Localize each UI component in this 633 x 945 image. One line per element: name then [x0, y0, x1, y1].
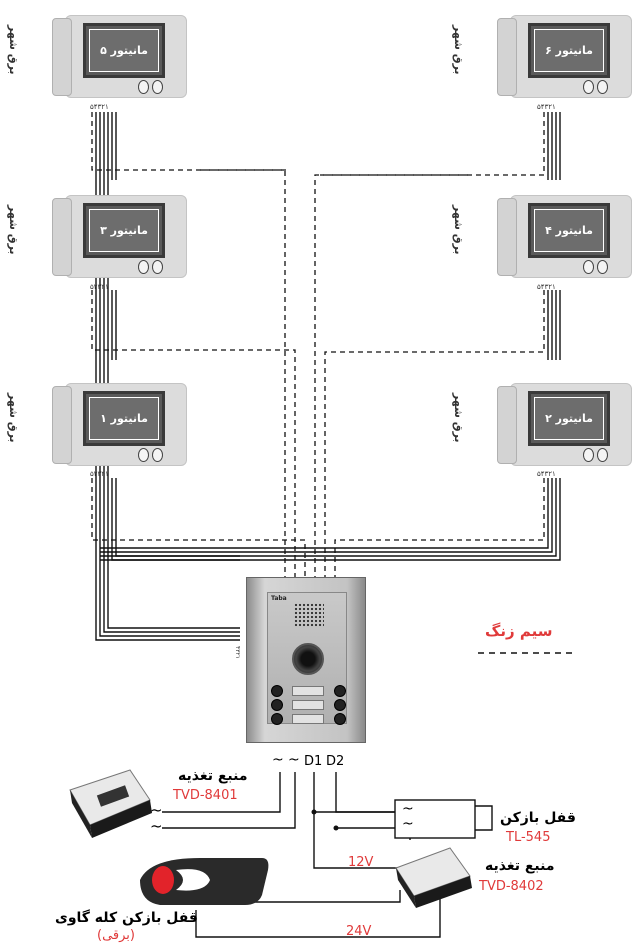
monitor-1: مانیتور ۱ [52, 383, 187, 466]
monitor-button [152, 448, 163, 462]
handset-icon [52, 386, 72, 464]
monitor-4: مانیتور ۴ [497, 195, 632, 278]
psu1-out2: ~ [150, 817, 163, 835]
monitor-button [152, 260, 163, 274]
monitor-screen: مانیتور ۱ [83, 391, 165, 446]
power-label: برق شهر [7, 25, 20, 75]
lock-model: TL-545 [506, 830, 551, 845]
monitor-button [138, 80, 149, 94]
monitor-button [138, 260, 149, 274]
terminal-numbers: ۵۴۳۲۱ [537, 283, 556, 291]
lock-in2: ~ [402, 816, 414, 832]
call-button[interactable] [334, 699, 346, 711]
terminal-numbers: ۵۴۳۲۱ [90, 470, 109, 478]
monitor-button [597, 80, 608, 94]
monitor-label: مانیتور ۵ [100, 44, 148, 57]
terminal-d1: D1 [304, 754, 323, 769]
call-button[interactable] [334, 685, 346, 697]
call-button[interactable] [271, 685, 283, 697]
power-label: برق شهر [452, 25, 465, 75]
speaker-grille-icon [294, 603, 324, 627]
monitor-button [597, 260, 608, 274]
monitor-button [583, 80, 594, 94]
monitor-screen: مانیتور ۵ [83, 23, 165, 78]
call-button[interactable] [271, 713, 283, 725]
monitor-button [583, 448, 594, 462]
name-plate [292, 714, 324, 724]
handset-icon [497, 386, 517, 464]
terminal-tilde-1: ~ [272, 752, 284, 768]
lock-in1: ~ [402, 801, 414, 817]
monitor-label: مانیتور ۱ [100, 412, 148, 425]
gate-lock-subtitle: (برقی) [97, 928, 135, 943]
monitor-screen: مانیتور ۴ [528, 203, 610, 258]
monitor-button [152, 80, 163, 94]
monitor-screen: مانیتور ۶ [528, 23, 610, 78]
terminal-d2: D2 [326, 754, 345, 769]
monitor-label: مانیتور ۳ [100, 224, 148, 237]
psu1-model: TVD-8401 [173, 788, 238, 803]
power-label: برق شهر [7, 205, 20, 255]
monitor-screen: مانیتور ۳ [83, 203, 165, 258]
name-plate [292, 686, 324, 696]
monitor-6: مانیتور ۶ [497, 15, 632, 98]
psu1-device [69, 769, 152, 838]
terminal-numbers: ۵۴۳۲۱ [90, 103, 109, 111]
handset-icon [497, 198, 517, 276]
power-label: برق شهر [7, 393, 20, 443]
call-button[interactable] [271, 699, 283, 711]
lock-box [394, 799, 476, 839]
monitor-button [583, 260, 594, 274]
door-panel: Taba [246, 577, 366, 743]
bell-wires [91, 112, 545, 590]
psu1-out1: ~ [150, 801, 163, 819]
psu2-title: منبع تغذیه [485, 858, 555, 874]
voltage-24v: 24V [346, 924, 372, 939]
monitor-label: مانیتور ۴ [545, 224, 593, 237]
junction-dots [311, 809, 339, 831]
bell-terminal-numbers: ۴۳۲۱ [234, 646, 241, 659]
terminal-tilde-2: ~ [288, 752, 300, 768]
monitor-2: مانیتور ۲ [497, 383, 632, 466]
gate-lock-title: قفل بازکن کله گاوی [55, 910, 198, 926]
psu2-device [395, 847, 472, 908]
power-label: برق شهر [452, 393, 465, 443]
name-plate [292, 700, 324, 710]
power-label: برق شهر [452, 205, 465, 255]
monitor-label: مانیتور ۶ [545, 44, 593, 57]
terminal-numbers: ۵۴۳۲۱ [537, 103, 556, 111]
monitor-label: مانیتور ۲ [545, 412, 593, 425]
terminal-numbers: ۵۴۳۲۱ [90, 283, 109, 291]
door-panel-face: Taba [267, 592, 347, 725]
monitor-3: مانیتور ۳ [52, 195, 187, 278]
gate-lock-device [140, 858, 269, 905]
psu1-title: منبع تغذیه [178, 768, 248, 784]
legend-label: سیم زنگ [485, 622, 553, 640]
monitor-button [597, 448, 608, 462]
brand-logo: Taba [271, 595, 287, 602]
monitor-5: مانیتور ۵ [52, 15, 187, 98]
call-button[interactable] [334, 713, 346, 725]
camera-icon [292, 643, 324, 675]
monitor-screen: مانیتور ۲ [528, 391, 610, 446]
lock-title: قفل بازکن [500, 810, 576, 826]
left-solid-wires [95, 112, 240, 641]
right-solid-wires [100, 112, 561, 561]
monitor-button [138, 448, 149, 462]
voltage-12v: 12V [348, 855, 374, 870]
handset-icon [52, 18, 72, 96]
terminal-numbers: ۵۴۳۲۱ [537, 470, 556, 478]
handset-icon [497, 18, 517, 96]
handset-icon [52, 198, 72, 276]
psu2-model: TVD-8402 [479, 879, 544, 894]
